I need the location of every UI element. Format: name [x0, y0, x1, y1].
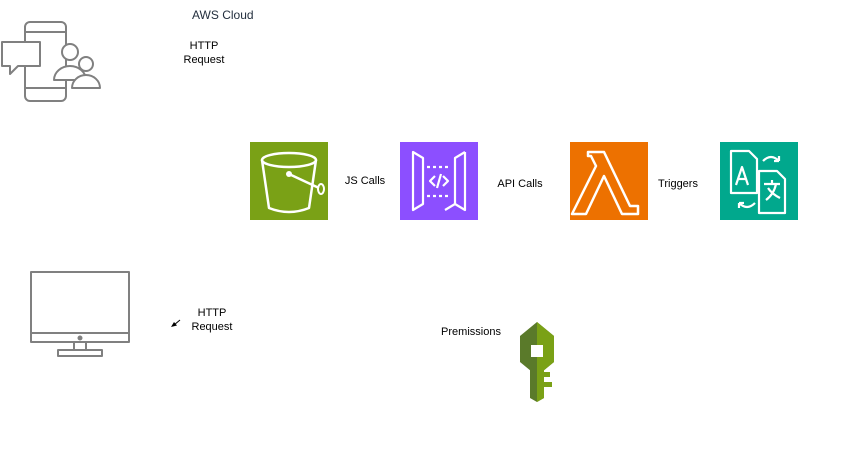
edge-label-api-calls: API Calls [497, 178, 543, 190]
s3-bucket-icon [250, 142, 328, 220]
edge-label-js-calls: JS Calls [344, 175, 386, 187]
edge-label-http-request-bottom: HTTP Request [191, 307, 233, 333]
iam-key-icon [520, 322, 554, 402]
arrow-head-icon [171, 319, 181, 327]
edge-label-permissions: Premissions [441, 326, 501, 338]
desktop-monitor-icon [30, 271, 130, 357]
lambda-icon [570, 142, 648, 220]
edge-label-triggers: Triggers [658, 178, 698, 190]
mobile-chat-users-icon [1, 21, 101, 102]
translate-icon [720, 142, 798, 220]
aws-cloud-group-title: AWS Cloud [192, 8, 254, 22]
api-gateway-icon [400, 142, 478, 220]
edge-label-http-request-top: HTTP Request [183, 40, 225, 66]
